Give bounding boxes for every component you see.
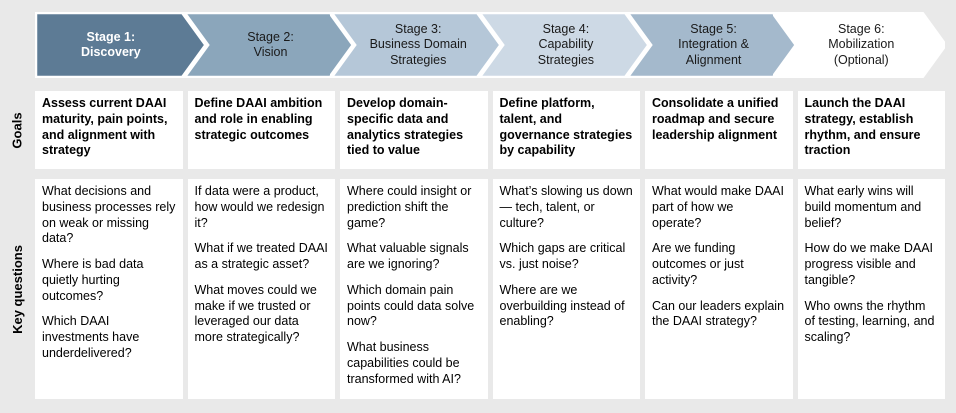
key-questions-cell-stage-5: What would make DAAI part of how we oper…	[645, 179, 793, 399]
stage-chevron-2: Stage 2: Vision	[182, 12, 355, 78]
question: Can our leaders explain the DAAI strateg…	[652, 298, 785, 329]
chevron-arrow-icon	[773, 12, 946, 78]
question: Which DAAI investments have underdeliver…	[42, 314, 140, 360]
stage-chevron-band: Stage 1: Discovery Stage 2: Vision Stage…	[35, 12, 946, 78]
key-questions-cell-stage-3: Where could insight or prediction shift …	[340, 179, 488, 399]
chevron-arrow-icon	[330, 12, 503, 78]
question: Where could insight or prediction shift …	[347, 184, 472, 230]
question: Where is bad data quietly hurting outcom…	[42, 257, 144, 303]
stage-chevron-label: Stage 1: Discovery	[80, 29, 141, 59]
question: Which gaps are critical vs. just noise?	[499, 241, 626, 271]
question: What if we treated DAAI as a strategic a…	[194, 241, 328, 271]
key-questions-row-header-label: Key questions	[9, 244, 25, 334]
stage-chevron-5: Stage 5: Integration & Alignment	[625, 12, 798, 78]
key-questions-cell-stage-4: What’s slowing us down — tech, talent, o…	[492, 179, 640, 399]
goals-row-header: Goals	[0, 91, 34, 169]
key-questions-cell-stage-6: What early wins will build momentum and …	[797, 179, 945, 399]
stage-chevron-label: Stage 6: Mobilization (Optional)	[828, 22, 895, 67]
stage-chevron-1: Stage 1: Discovery	[35, 12, 207, 78]
goals-row: Assess current DAAI maturity, pain point…	[35, 91, 945, 169]
key-questions-row-header: Key questions	[0, 179, 34, 399]
goals-row-header-label: Goals	[9, 111, 25, 149]
question: What would make DAAI part of how we oper…	[652, 184, 784, 230]
goal-cell-stage-3: Develop domain-specific data and analyti…	[340, 91, 488, 169]
goal-cell-stage-6: Launch the DAAI strategy, establish rhyt…	[797, 91, 945, 169]
chevron-arrow-icon	[625, 12, 798, 78]
stage-chevron-6: Stage 6: Mobilization (Optional)	[773, 12, 946, 78]
question: How do we make DAAI progress visible and…	[804, 241, 934, 287]
key-questions-cell-stage-1: What decisions and business processes re…	[35, 179, 183, 399]
question: What decisions and business processes re…	[42, 184, 176, 246]
stage-chevron-3: Stage 3: Business Domain Strategies	[330, 12, 503, 78]
question: Are we funding outcomes or just activity…	[652, 241, 744, 287]
chevron-arrow-icon	[182, 12, 355, 78]
chevron-arrow-icon	[478, 12, 650, 78]
goal-cell-stage-1: Assess current DAAI maturity, pain point…	[35, 91, 183, 169]
key-questions-row: What decisions and business processes re…	[35, 179, 945, 399]
question: What’s slowing us down — tech, talent, o…	[499, 184, 633, 230]
question: Where are we overbuilding instead of ena…	[499, 282, 625, 329]
goal-cell-stage-4: Define platform, talent, and governance …	[492, 91, 640, 169]
goal-cell-stage-5: Consolidate a unified roadmap and secure…	[645, 91, 793, 169]
stage-chevron-label: Stage 3: Business Domain Strategies	[369, 22, 467, 67]
stage-chevron-label: Stage 5: Integration & Alignment	[678, 22, 750, 67]
question: Which domain pain points could data solv…	[347, 282, 475, 329]
stage-chevron-4: Stage 4: Capability Strategies	[478, 12, 650, 78]
goal-cell-stage-2: Define DAAI ambition and role in enablin…	[187, 91, 335, 169]
question: What early wins will build momentum and …	[804, 184, 922, 230]
question: What moves could we make if we trusted o…	[194, 282, 317, 344]
question: Who owns the rhythm of testing, learning…	[804, 298, 935, 345]
question: What valuable signals are we ignoring?	[347, 241, 469, 271]
stage-chevron-label: Stage 4: Capability Strategies	[537, 22, 595, 67]
question: What business capabilities could be tran…	[347, 340, 461, 386]
stage-chevron-label: Stage 2: Vision	[247, 29, 294, 59]
key-questions-cell-stage-2: If data were a product, how would we red…	[187, 179, 335, 399]
question: If data were a product, how would we red…	[194, 184, 325, 230]
